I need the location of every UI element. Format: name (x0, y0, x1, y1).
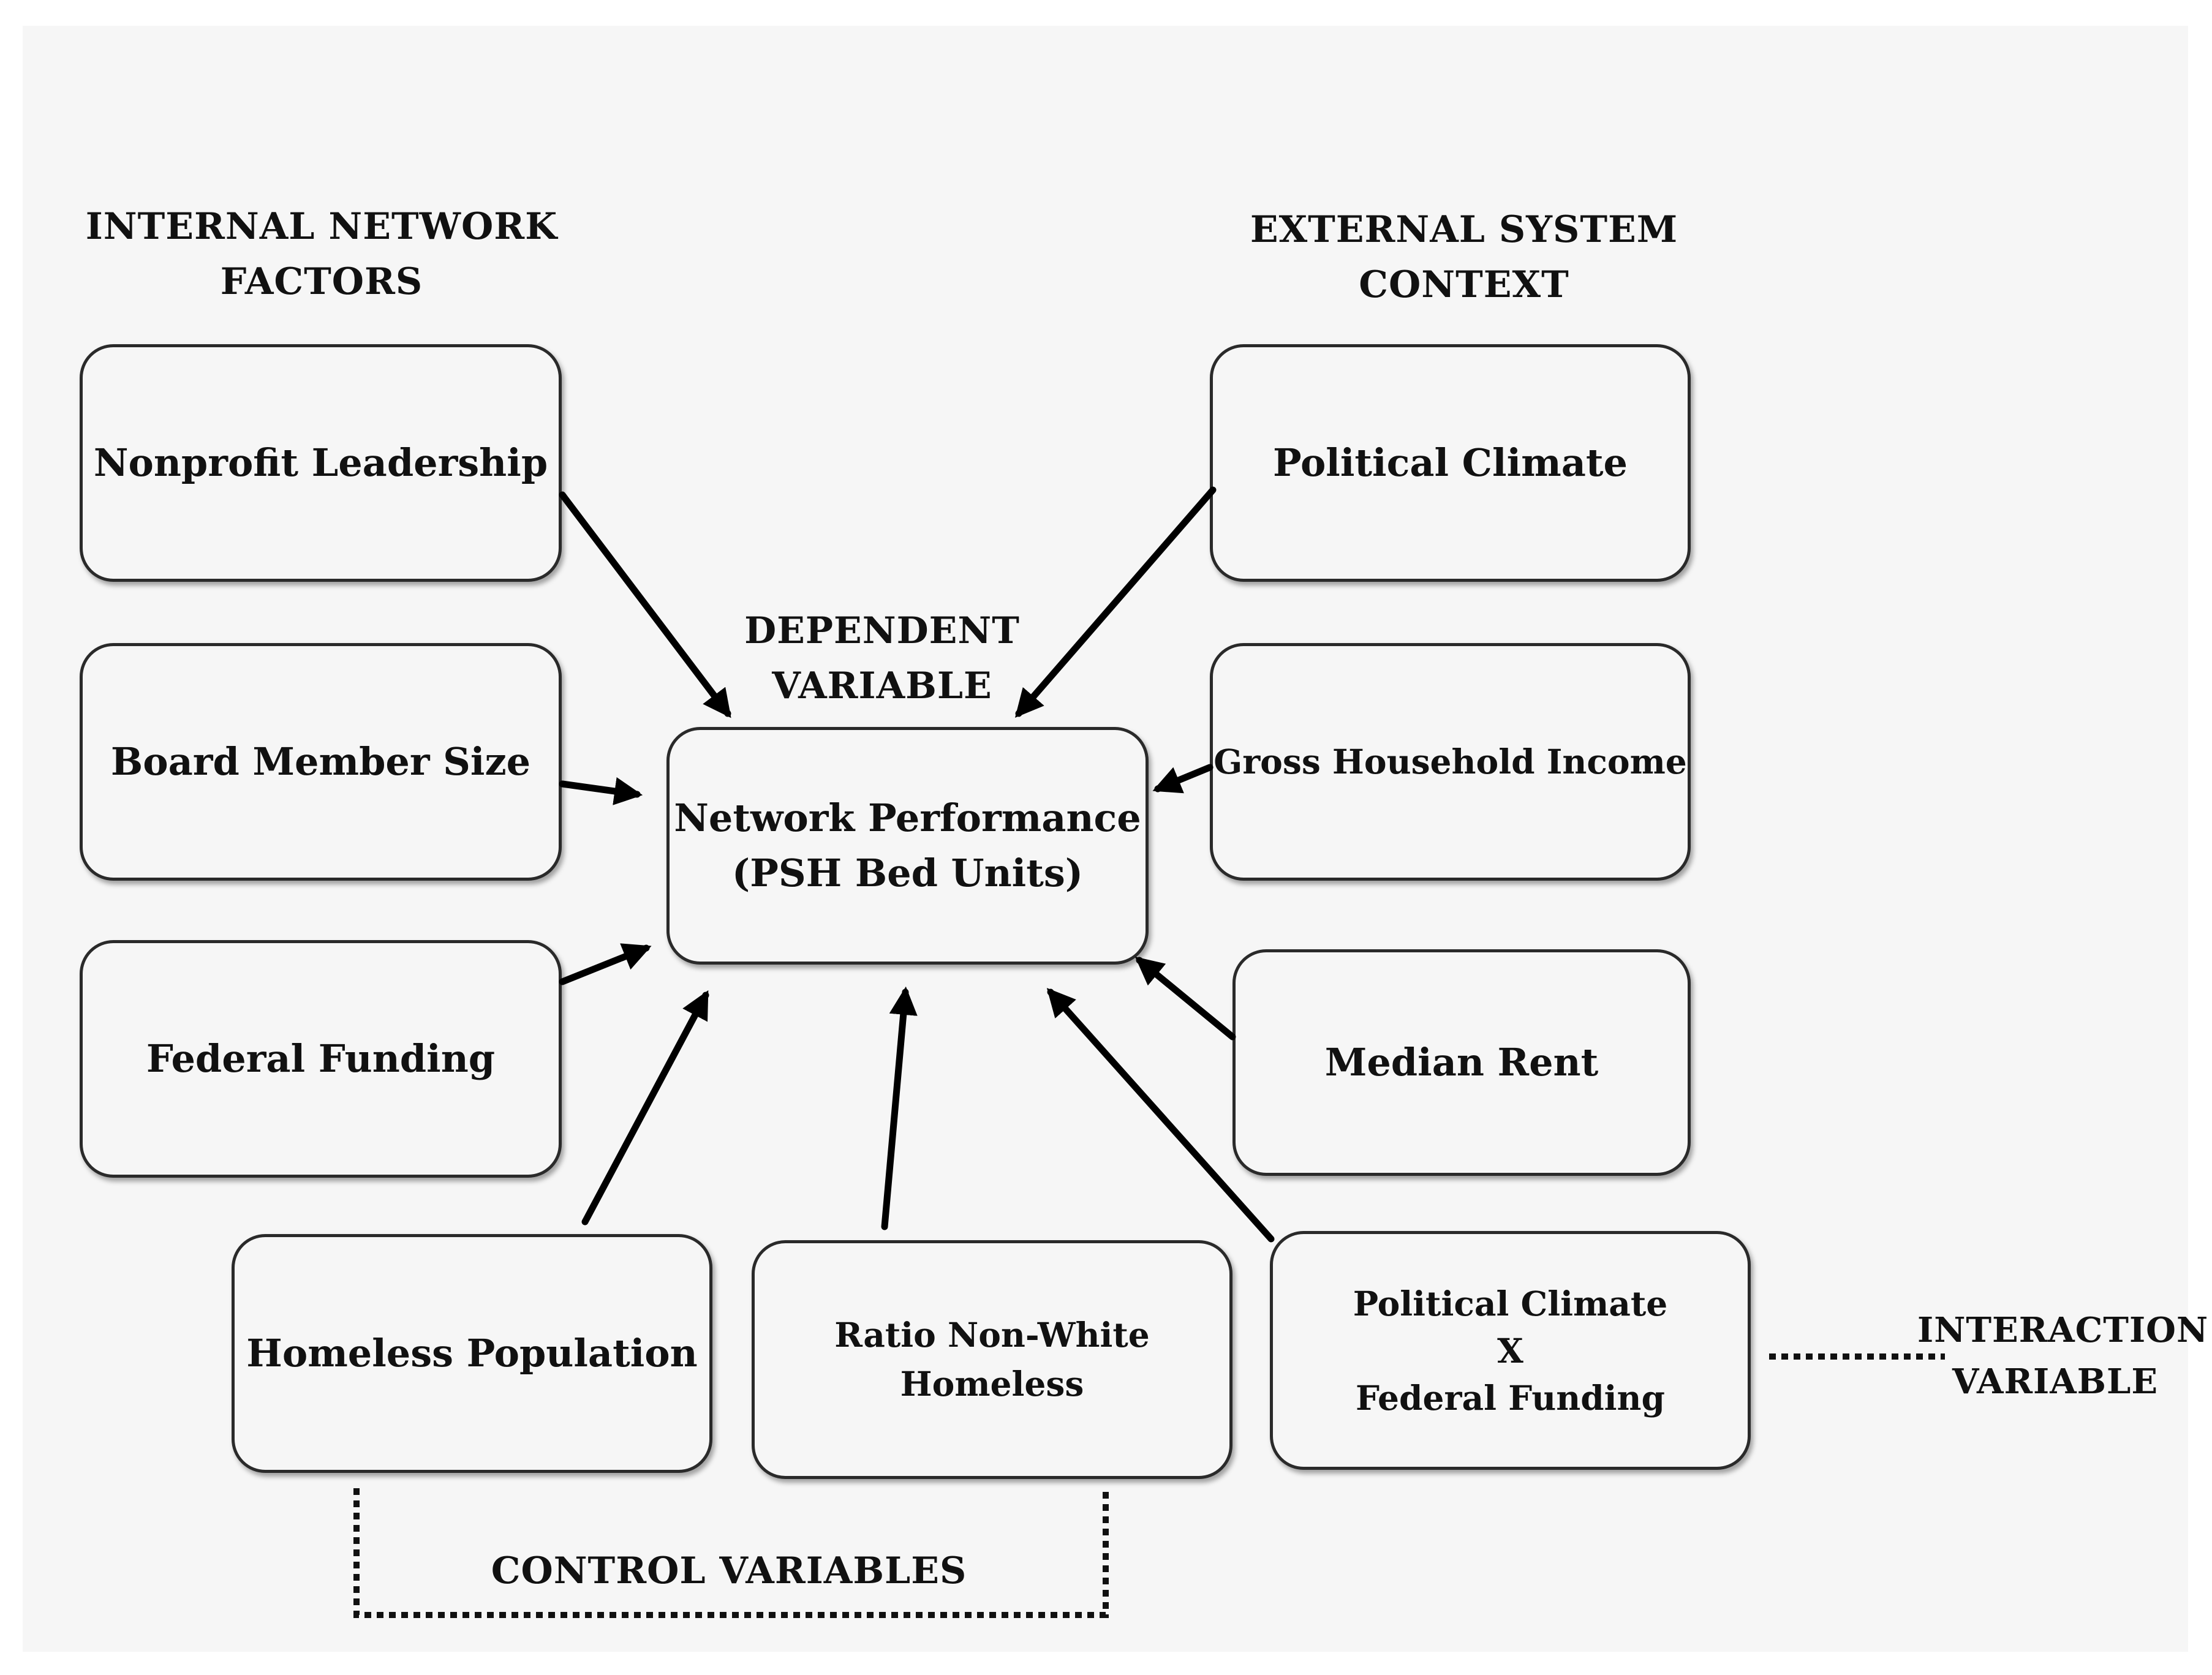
homeless-population-label: Homeless Population (246, 1331, 698, 1376)
federal-funding-node: Federal Funding (80, 940, 562, 1178)
interaction-term-line3: Federal Funding (1356, 1377, 1665, 1418)
gross-household-income-node: Gross Household Income (1210, 643, 1691, 881)
political-climate-label: Political Climate (1273, 440, 1628, 486)
arrow-median-rent (1134, 957, 1236, 1041)
external-context-heading: EXTERNAL SYSTEM CONTEXT (1225, 202, 1703, 312)
interaction-term-line1: Political Climate (1353, 1283, 1668, 1323)
arrow-ratio-non-white (881, 986, 918, 1230)
network-performance-label-line1: Network Performance (674, 796, 1141, 841)
external-heading-line2: CONTEXT (1359, 263, 1569, 306)
arrow-gross-household-income (1152, 764, 1214, 794)
nonprofit-leadership-node: Nonprofit Leadership (80, 344, 562, 582)
median-rent-label: Median Rent (1324, 1040, 1599, 1085)
network-performance-label-line2: (PSH Bed Units) (731, 851, 1084, 895)
arrow-federal-funding (559, 943, 652, 985)
interaction-term-line2: X (1497, 1330, 1523, 1371)
dependent-variable-heading: DEPENDENT VARIABLE (698, 603, 1066, 713)
political-climate-node: Political Climate (1210, 344, 1691, 582)
interaction-heading-line2: VARIABLE (1952, 1361, 2159, 1402)
nonprofit-leadership-label: Nonprofit Leadership (93, 440, 548, 486)
board-member-size-label: Board Member Size (110, 739, 531, 785)
ratio-non-white-homeless-node: Ratio Non-White Homeless (752, 1240, 1232, 1479)
control-heading-text: CONTROL VARIABLES (491, 1549, 967, 1592)
internal-factors-heading: INTERNAL NETWORK FACTORS (61, 199, 582, 309)
interaction-heading-line1: INTERACTION (1917, 1310, 2209, 1350)
homeless-population-node: Homeless Population (232, 1234, 712, 1473)
internal-heading-line1: INTERNAL NETWORK (85, 205, 558, 248)
federal-funding-label: Federal Funding (146, 1036, 496, 1082)
arrow-board-member-size (559, 777, 643, 805)
external-heading-line1: EXTERNAL SYSTEM (1250, 208, 1678, 251)
arrow-nonprofit-leadership (559, 491, 731, 718)
arrow-interaction-term (1046, 988, 1275, 1243)
interaction-term-node: Political Climate X Federal Funding (1270, 1231, 1751, 1470)
dependent-heading-line2: VARIABLE (772, 664, 992, 707)
arrow-political-climate (1014, 486, 1217, 718)
arrow-homeless-population (581, 990, 709, 1225)
dependent-heading-line1: DEPENDENT (744, 609, 1020, 652)
gross-household-income-label: Gross Household Income (1214, 742, 1687, 782)
median-rent-node: Median Rent (1232, 949, 1691, 1176)
control-variables-heading: CONTROL VARIABLES (484, 1543, 974, 1598)
interaction-variable-heading: INTERACTION VARIABLE (1917, 1304, 2209, 1407)
ratio-non-white-homeless-label: Ratio Non-White Homeless (834, 1315, 1150, 1404)
network-performance-node: Network Performance (PSH Bed Units) (666, 727, 1149, 965)
control-variables-bracket (353, 1488, 1109, 1618)
board-member-size-node: Board Member Size (80, 643, 562, 881)
internal-heading-line2: FACTORS (220, 260, 423, 303)
